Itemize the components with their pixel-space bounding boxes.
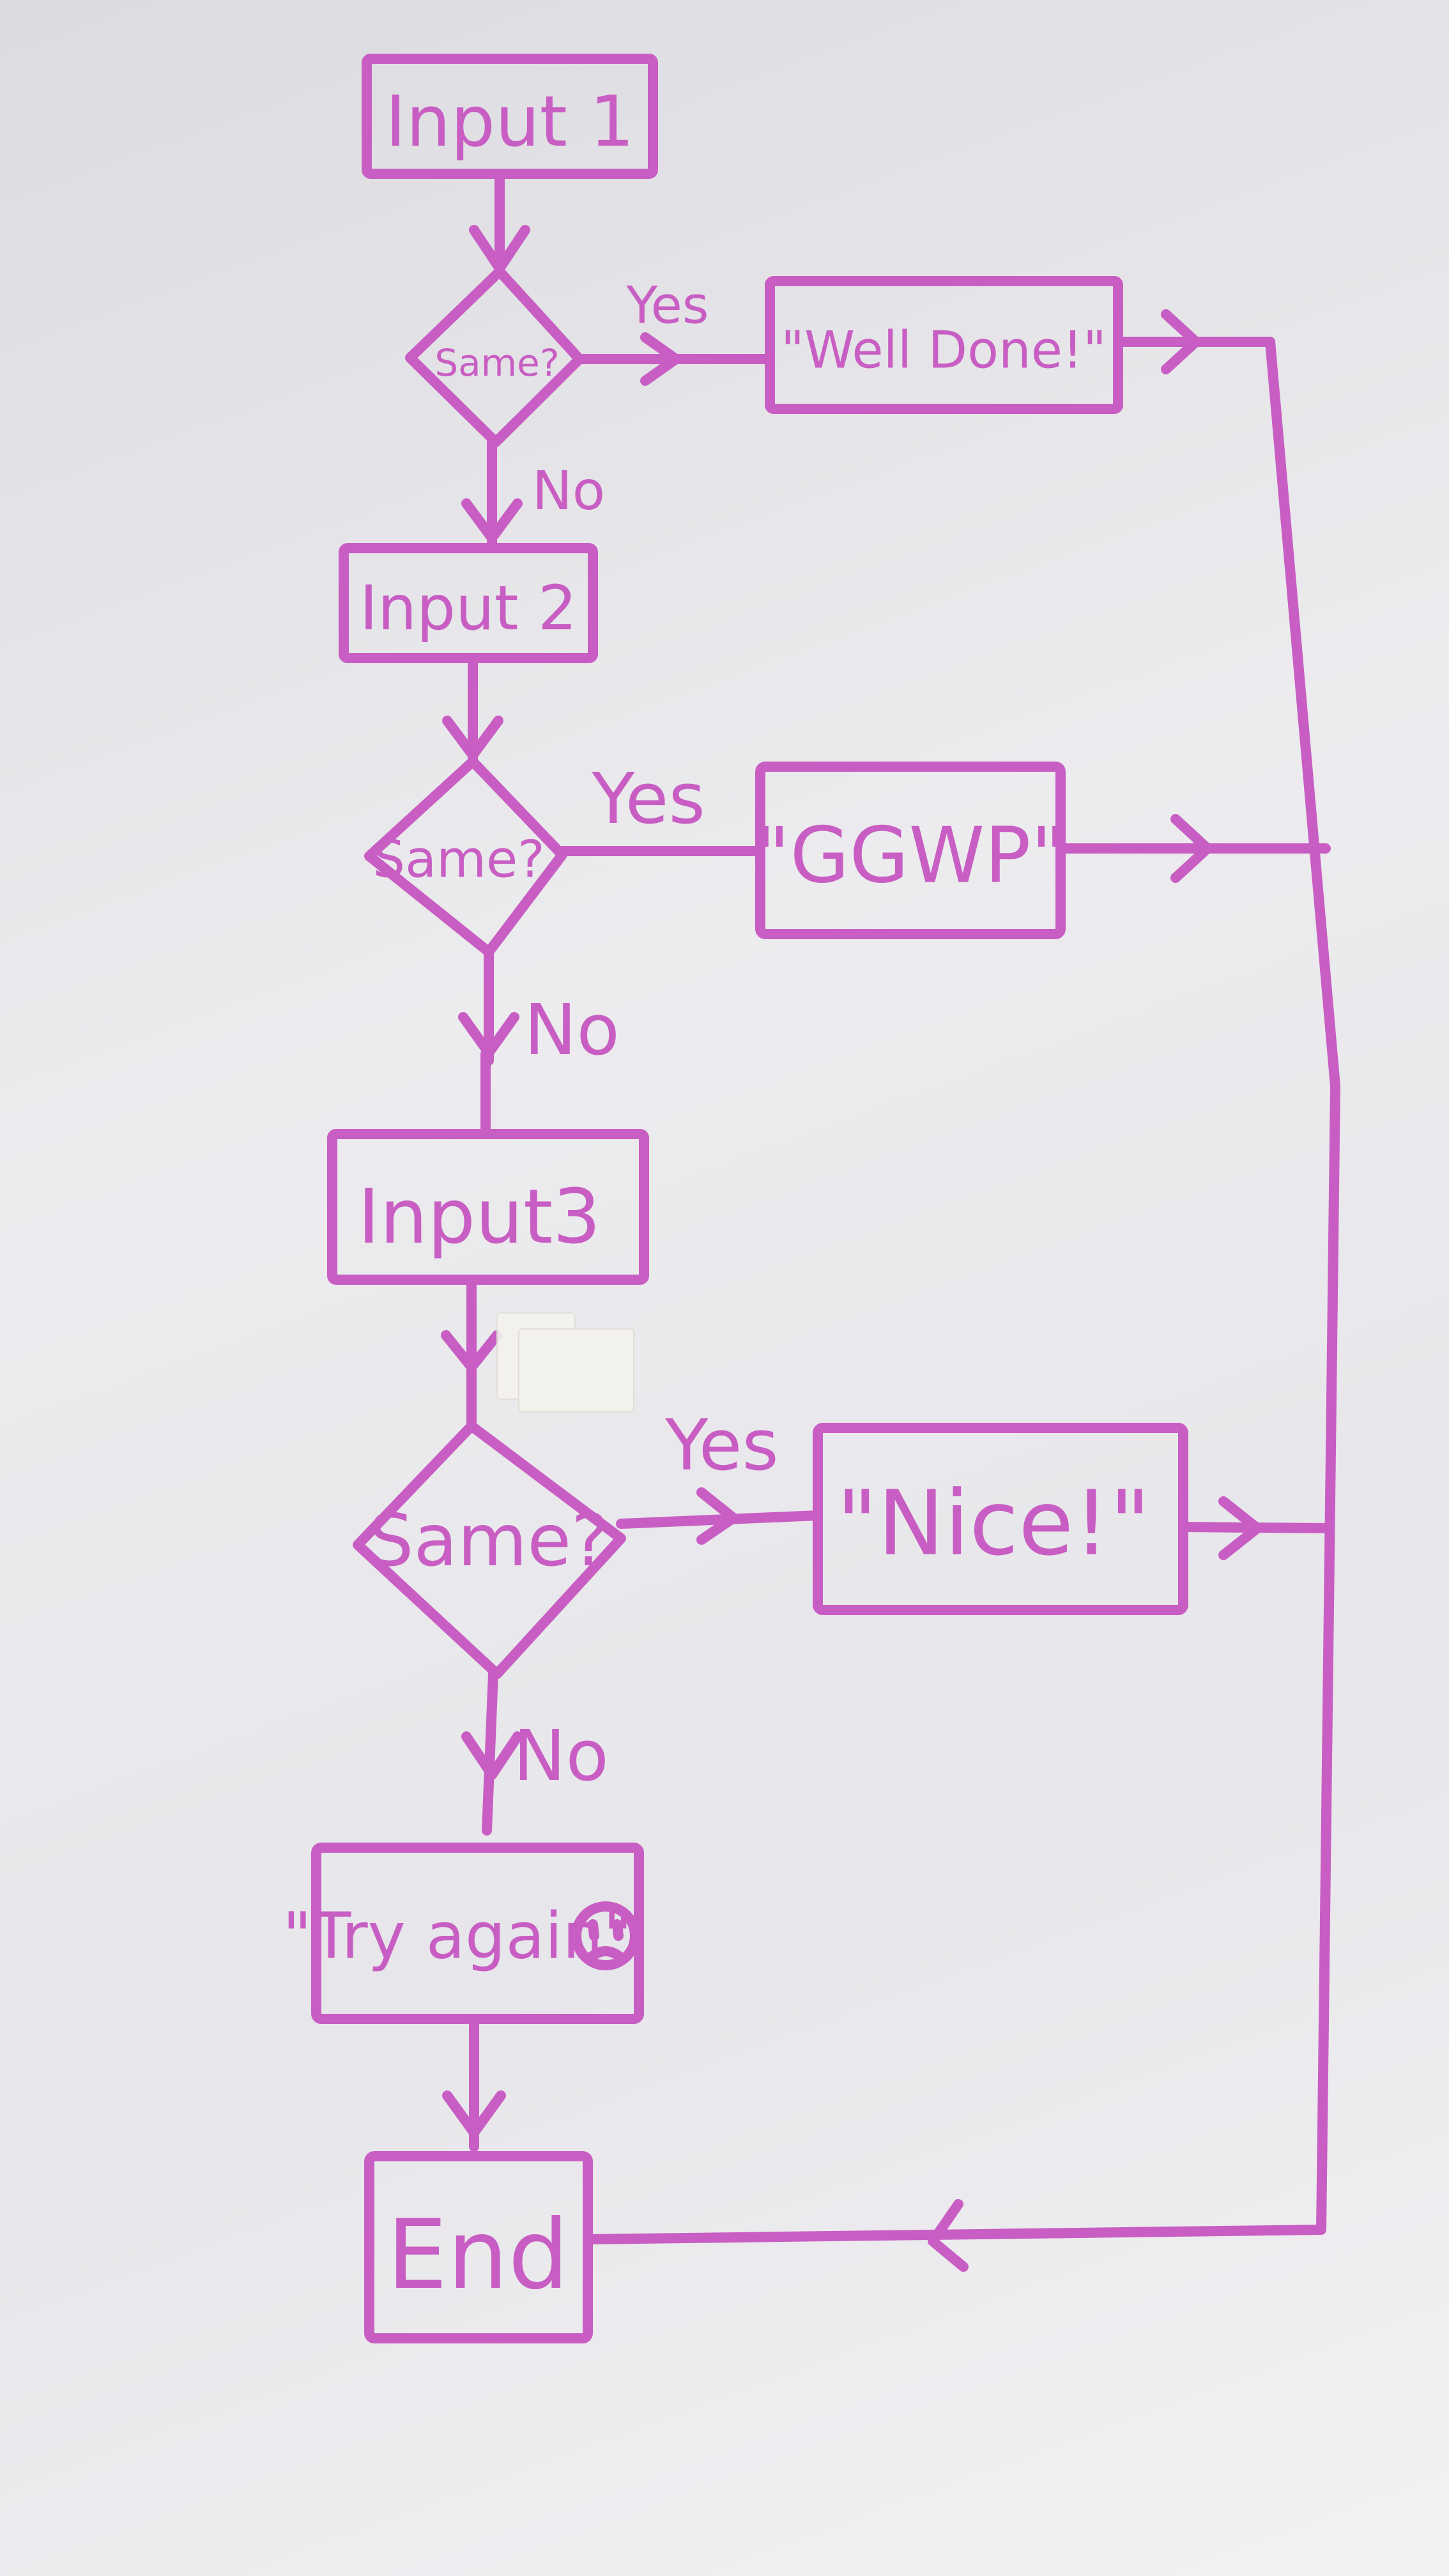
arrow-input3-to-decision3	[441, 1275, 502, 1430]
arrow-input1-to-decision1	[469, 169, 530, 273]
arrow-input2-to-decision2	[442, 653, 503, 765]
decision3-node: Same?	[353, 1421, 626, 1679]
input2-label: Input 2	[360, 572, 577, 644]
ggwp-label: "GGWP"	[755, 812, 1066, 901]
return-line-to-end	[583, 337, 1340, 2244]
decision3-label: Same?	[368, 1499, 609, 1583]
end-node: End	[364, 2151, 593, 2343]
nice-label: "Nice!"	[836, 1472, 1151, 1576]
arrow-yes1	[574, 332, 775, 386]
sad-face-icon	[571, 1901, 640, 1970]
no1-label: No	[532, 459, 605, 522]
end-label: End	[387, 2200, 569, 2311]
arrow-try-again-to-end	[442, 2014, 506, 2152]
yes2-label: Yes	[591, 758, 705, 839]
yes1-label: Yes	[625, 276, 709, 335]
return-arrowhead	[928, 2199, 969, 2272]
no2-label: No	[524, 989, 620, 1071]
input3-label: Input3	[358, 1172, 601, 1261]
arrow-no2	[458, 947, 519, 1066]
input2-node: Input 2	[339, 543, 598, 663]
arrow-nice-out	[1178, 1496, 1333, 1560]
ggwp-node: "GGWP"	[755, 762, 1066, 939]
decision2-node: Same?	[364, 756, 567, 957]
well-done-label: "Well Done!"	[781, 321, 1107, 380]
arrow-no1	[461, 437, 523, 551]
input3-node: Input3	[327, 1129, 649, 1285]
nice-node: "Nice!"	[813, 1423, 1188, 1615]
arrow-ggwp-out	[1055, 814, 1331, 883]
arrow-no3	[461, 1669, 523, 1836]
input1-node: Input 1	[362, 54, 658, 179]
input1-label: Input 1	[385, 80, 634, 162]
arrow-yes3	[616, 1487, 823, 1545]
arrow-well-done-out	[1113, 309, 1275, 374]
decision1-label: Same?	[434, 341, 559, 385]
tape-piece	[496, 1312, 634, 1413]
decision2-label: Same?	[372, 830, 544, 889]
decision1-node: Same?	[405, 266, 585, 447]
no3-label: No	[513, 1715, 609, 1797]
try-again-node: "Try again"	[282, 1843, 644, 2024]
well-done-node: "Well Done!"	[765, 276, 1123, 414]
yes3-label: Yes	[664, 1404, 779, 1486]
